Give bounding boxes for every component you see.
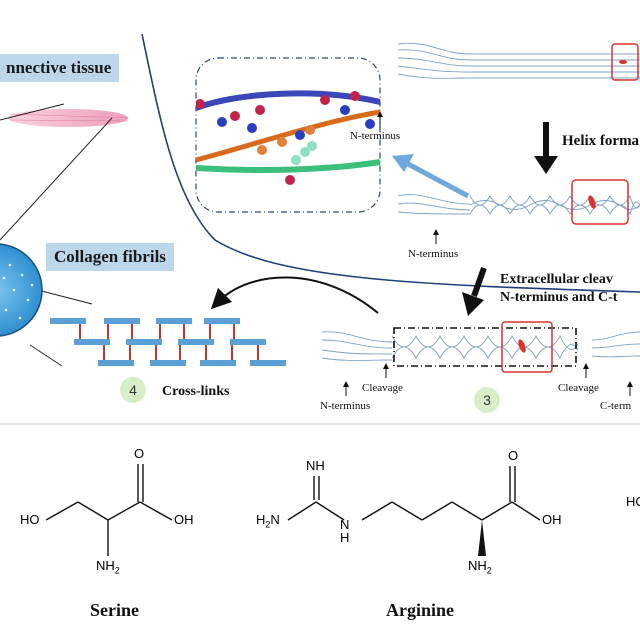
- mid-highlight-box: [571, 179, 629, 225]
- inset-pointer-arrow: [406, 161, 470, 199]
- serine-name: Serine: [90, 600, 139, 620]
- arginine-o: O: [508, 448, 519, 463]
- cross-links-label: Cross-links: [162, 384, 230, 399]
- crosslinked-fibrils: [50, 318, 286, 366]
- cleavage-label-left: Cleavage: [362, 382, 403, 394]
- cleavage-dashed-box: [393, 327, 577, 367]
- extracellular-cleavage-label: Extracellular cleav: [500, 272, 613, 287]
- step-3-badge: 3: [474, 387, 500, 413]
- fibril-cross-section: [0, 243, 43, 337]
- collagen-fibrils-label: Collagen fibrils: [46, 243, 174, 271]
- tissue-spindle: [8, 109, 128, 127]
- serine-structure: [45, 464, 173, 556]
- bottom-highlight-box: [501, 321, 553, 373]
- serine-oh: OH: [174, 512, 194, 527]
- triple-helix-mid: [397, 194, 640, 216]
- serine-ho: HO: [20, 512, 40, 527]
- n-terminus-label-bottom: N-terminus: [320, 400, 371, 412]
- top-strands: [397, 42, 640, 79]
- n-terminus-label-top: N-terminus: [350, 130, 401, 142]
- arginine-structure: [287, 466, 541, 521]
- n-terminus-label-mid: N-terminus: [408, 248, 459, 260]
- cleavage-label-right: Cleavage: [558, 382, 599, 394]
- cleavage-arrow: [471, 266, 487, 298]
- terminus-cleavage-label: N-terminus and C-t: [500, 290, 618, 305]
- arginine-nh: NH: [306, 458, 325, 473]
- step-4-badge: 4: [120, 377, 146, 403]
- arginine-name: Arginine: [386, 600, 455, 620]
- connective-tissue-label: nnective tissue: [0, 54, 120, 82]
- arginine-nh2: NH2: [468, 558, 492, 576]
- arginine-h2n: H2N: [256, 512, 280, 530]
- top-highlight-box: [611, 43, 639, 81]
- helix-formation-label: Helix forma: [562, 133, 640, 149]
- c-terminus-label-bottom: C-term: [600, 400, 632, 412]
- bottom-helix: [321, 331, 640, 361]
- serine-nh2: NH2: [96, 558, 120, 576]
- arginine-wedge: [478, 520, 486, 556]
- partial-molecule-ho: HO: [626, 494, 640, 509]
- helix-inset-model: [196, 90, 380, 185]
- arginine-oh: OH: [542, 512, 562, 527]
- crosslink-arrow: [210, 276, 379, 314]
- serine-o: O: [134, 446, 145, 461]
